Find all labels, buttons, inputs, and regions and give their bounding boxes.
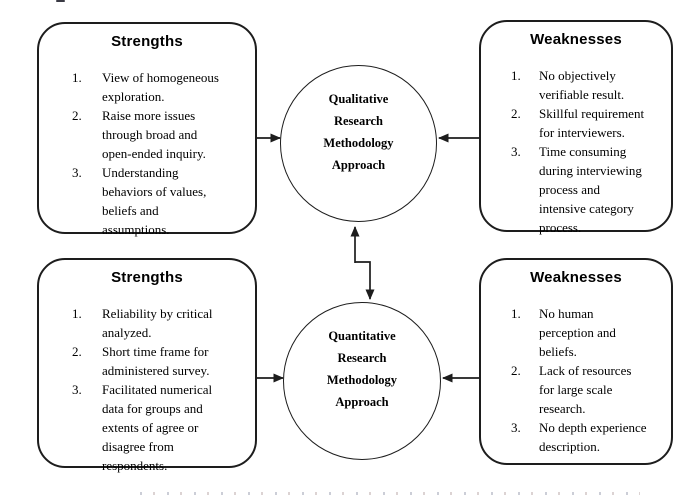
item-number: 2. (72, 344, 82, 359)
list-item: 2. Raise more issues through broad and o… (72, 106, 255, 163)
numbered-list: 1. View of homogeneous exploration. 2. R… (39, 68, 255, 239)
item-text: Short time frame for administered survey… (102, 344, 210, 378)
arrow-elbow-down-to-quantitative (355, 261, 375, 300)
list-item: 3. No depth experience description. (511, 418, 671, 456)
item-number: 2. (511, 363, 521, 378)
item-text: Lack of resources for large scale resear… (539, 363, 632, 416)
cutoff-text-remnant-top (56, 0, 65, 2)
item-text: Understanding behaviors of values, belie… (102, 165, 207, 237)
box-title: Weaknesses (530, 31, 622, 48)
item-number: 2. (72, 108, 82, 123)
item-text: No depth experience description. (539, 420, 647, 454)
item-text: View of homogeneous exploration. (102, 70, 219, 104)
quantitative-weaknesses-box: Weaknesses 1. No human perception and be… (479, 258, 673, 465)
item-number: 1. (511, 306, 521, 321)
list-item: 3. Facilitated numerical data for groups… (72, 380, 255, 475)
quantitative-circle: Quantitative Research Methodology Approa… (283, 302, 441, 460)
numbered-list: 1. No human perception and beliefs. 2. L… (481, 304, 671, 456)
item-text: Raise more issues through broad and open… (102, 108, 206, 161)
item-number: 3. (511, 420, 521, 435)
circle-label: Qualitative Research Methodology Approac… (323, 92, 394, 172)
circle-label: Quantitative Research Methodology Approa… (326, 329, 398, 409)
item-number: 1. (72, 306, 82, 321)
item-number: 3. (511, 144, 521, 159)
box-title: Strengths (111, 33, 183, 50)
item-number: 2. (511, 106, 521, 121)
list-item: 1. No objectively verifiable result. (511, 66, 671, 104)
numbered-list: 1. Reliability by critical analyzed. 2. … (39, 304, 255, 475)
item-number: 3. (72, 382, 82, 397)
list-item: 1. Reliability by critical analyzed. (72, 304, 255, 342)
list-item: 2. Short time frame for administered sur… (72, 342, 255, 380)
item-text: Reliability by critical analyzed. (102, 306, 213, 340)
list-item: 1. No human perception and beliefs. (511, 304, 671, 361)
list-item: 2. Lack of resources for large scale res… (511, 361, 671, 418)
qualitative-circle: Qualitative Research Methodology Approac… (280, 65, 437, 222)
item-text: No objectively verifiable result. (539, 68, 625, 102)
box-title: Weaknesses (530, 269, 622, 286)
item-number: 1. (72, 70, 82, 85)
list-item: 2. Skillful requirement for interviewers… (511, 104, 671, 142)
item-number: 1. (511, 68, 521, 83)
item-number: 3. (72, 165, 82, 180)
item-text: Time consuming during interviewing proce… (539, 144, 642, 235)
item-text: Facilitated numerical data for groups an… (102, 382, 213, 473)
list-item: 3. Time consuming during interviewing pr… (511, 142, 671, 237)
item-text: Skillful requirement for interviewers. (539, 106, 645, 140)
box-title: Strengths (111, 269, 183, 286)
qualitative-weaknesses-box: Weaknesses 1. No objectively verifiable … (479, 20, 673, 235)
item-text: No human perception and beliefs. (539, 306, 616, 359)
numbered-list: 1. No objectively verifiable result. 2. … (481, 66, 671, 237)
list-item: 3. Understanding behaviors of values, be… (72, 163, 255, 239)
cutoff-caption-remnant-bottom (140, 492, 640, 495)
list-item: 1. View of homogeneous exploration. (72, 68, 255, 106)
qualitative-strengths-box: Strengths 1. View of homogeneous explora… (37, 22, 257, 237)
quantitative-strengths-box: Strengths 1. Reliability by critical ana… (37, 258, 257, 473)
